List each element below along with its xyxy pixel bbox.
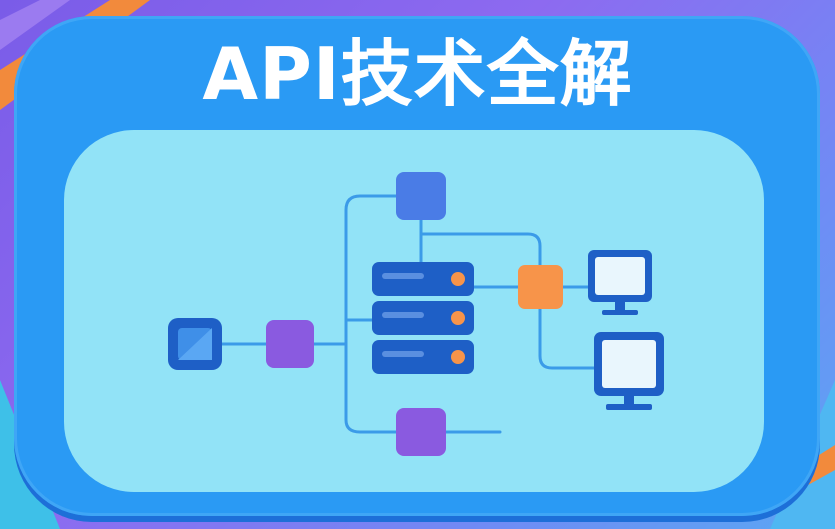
- server-unit-2: [372, 301, 474, 335]
- line-orange-to-monitor-bottom: [538, 307, 596, 370]
- monitor-icon: [588, 250, 652, 315]
- page-title: API技术全解: [202, 32, 633, 116]
- monitor-icon: [594, 332, 664, 410]
- gateway-node: [518, 265, 563, 309]
- bottom-node: [396, 408, 446, 456]
- server-unit-1: [372, 262, 474, 296]
- top-node: [396, 172, 446, 220]
- line-branch-down: [344, 342, 398, 434]
- connector-lines: [220, 194, 596, 434]
- server-unit-3: [372, 340, 474, 374]
- line-top-to-right: [419, 232, 542, 267]
- server-stack-icon: [372, 262, 474, 374]
- hub-node: [266, 320, 314, 368]
- line-branch-up: [344, 194, 398, 346]
- source-device-icon: [168, 318, 222, 370]
